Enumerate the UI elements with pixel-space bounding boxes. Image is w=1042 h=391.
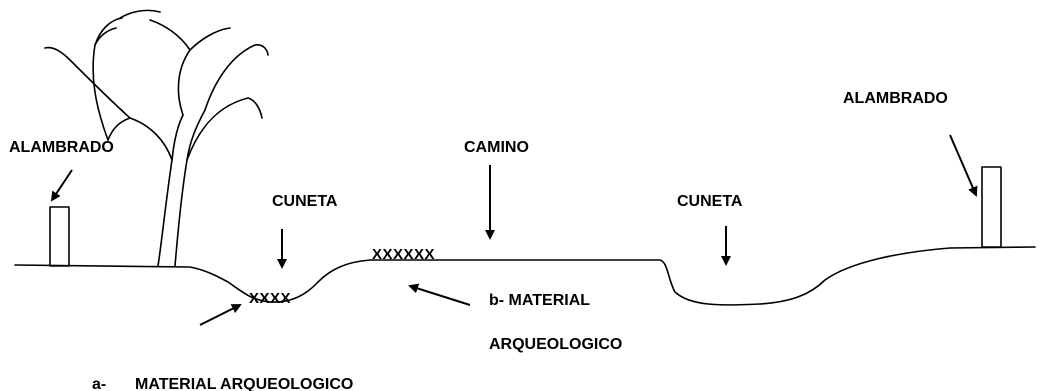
label-alambrado-right: ALAMBRADO <box>843 90 948 107</box>
label-material-a-text: MATERIAL ARQUEOLOGICO <box>135 376 353 391</box>
arrow-alambrado-left <box>52 170 72 200</box>
label-material-b-line1: b- MATERIAL <box>489 292 590 309</box>
arrow-material-b <box>410 286 470 305</box>
road-marks: XXXXXX <box>372 246 435 263</box>
label-cuneta-right: CUNETA <box>677 193 743 210</box>
label-camino: CAMINO <box>464 139 529 156</box>
arrow-alambrado-right <box>950 135 976 195</box>
fence-post-right <box>982 167 1001 247</box>
fence-post-left <box>50 207 69 266</box>
label-alambrado-left: ALAMBRADO <box>9 139 114 156</box>
arrow-material-a <box>200 305 240 325</box>
label-cuneta-left: CUNETA <box>272 193 338 210</box>
label-material-a-prefix: a- <box>92 376 106 391</box>
ditch-marks: XXXX <box>249 290 291 307</box>
label-material-b-line2: ARQUEOLOGICO <box>489 336 622 353</box>
